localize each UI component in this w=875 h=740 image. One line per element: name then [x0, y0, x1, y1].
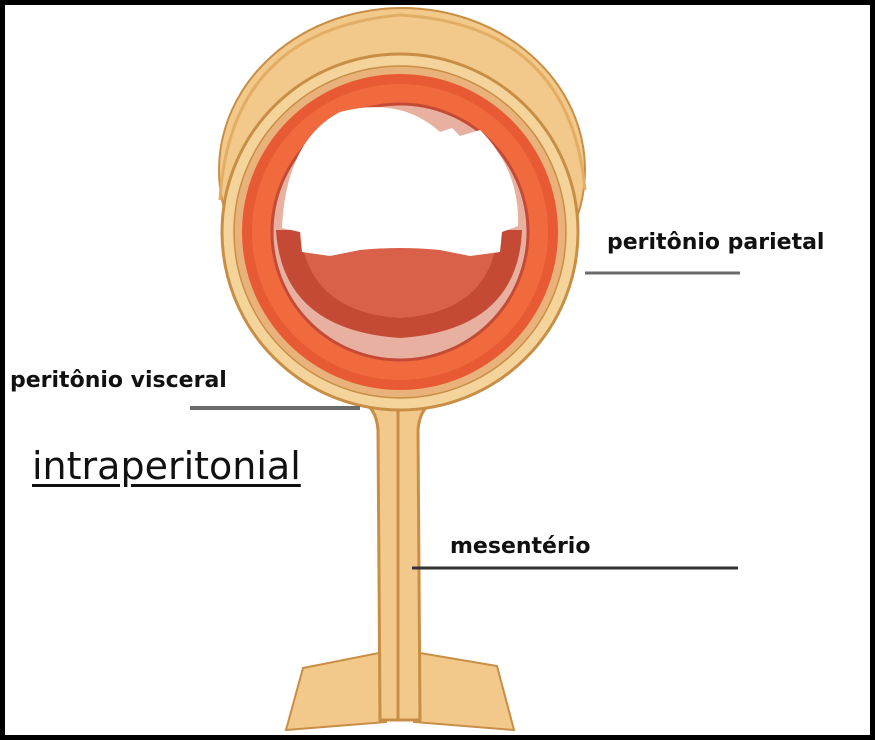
label-mesentery: mesentério	[450, 534, 590, 559]
label-parietal-peritoneum: peritônio parietal	[607, 230, 824, 255]
diagram-title: intraperitonial	[32, 444, 301, 488]
label-visceral-peritoneum: peritônio visceral	[10, 368, 227, 393]
right-foot	[414, 652, 514, 730]
left-foot	[286, 652, 386, 730]
